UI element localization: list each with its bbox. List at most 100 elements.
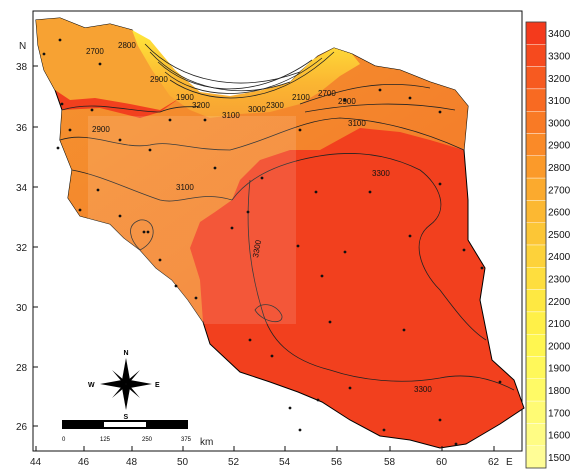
- scale-tick-label: 0: [62, 437, 66, 443]
- y-axis-letter: N: [19, 41, 26, 52]
- contour-label: 2900: [92, 125, 110, 134]
- legend-value-label: 3100: [548, 96, 571, 107]
- zone-northwest: [36, 18, 183, 110]
- x-tick-label: 54: [279, 457, 291, 468]
- legend-value-label: 1600: [548, 431, 571, 442]
- legend-value-label: 2200: [548, 297, 571, 308]
- legend-value-label: 1700: [548, 408, 571, 419]
- legend-swatch: [525, 21, 547, 45]
- legend-value-label: 2000: [548, 341, 571, 352]
- x-axis-labels: 44 46 48 50 52 54 56 58 60 62 E: [30, 457, 513, 468]
- legend-value-label: 3300: [548, 51, 571, 62]
- legend-swatch: [525, 423, 547, 446]
- legend-swatch: [525, 177, 547, 201]
- y-tick-label: 30: [16, 303, 28, 314]
- legend-swatch: [525, 110, 547, 134]
- legend-value-label: 2400: [548, 252, 571, 263]
- x-tick-label: 46: [78, 457, 90, 468]
- contour-label: 2700: [86, 47, 104, 56]
- legend-swatch: [525, 445, 547, 469]
- contour-label: 2900: [338, 97, 356, 106]
- station-markers: [42, 38, 502, 446]
- compass-south-label: S: [124, 414, 129, 421]
- legend-value-label: 1500: [548, 453, 571, 464]
- compass-north-label: N: [124, 350, 129, 357]
- legend-border: [525, 21, 547, 469]
- legend-value-label: 2700: [548, 185, 571, 196]
- y-tick-label: 32: [16, 243, 28, 254]
- contour-label: 2900: [150, 75, 168, 84]
- legend-value-label: 3400: [548, 29, 571, 40]
- x-tick-label: 44: [30, 457, 42, 468]
- legend-value-label: 2600: [548, 208, 571, 219]
- legend-value-label: 1800: [548, 386, 571, 397]
- legend-value-label: 3000: [548, 118, 571, 129]
- contour-label: 3300: [414, 385, 432, 394]
- scale-tick-label: 375: [181, 437, 192, 443]
- legend-value-label: 2900: [548, 141, 571, 152]
- compass-west-label: W: [88, 382, 95, 389]
- legend-value-label: 1900: [548, 364, 571, 375]
- y-tick-label: 34: [16, 183, 28, 194]
- y-tick-label: 28: [16, 363, 28, 374]
- legend-colorbar: 3400 3300 3200 3100 3000 2900 2800 2700 2600 2500…: [525, 21, 571, 469]
- x-tick-label: 62: [488, 457, 500, 468]
- legend-value-label: 2300: [548, 274, 571, 285]
- legend-swatch: [525, 155, 547, 179]
- contour-label: 2800: [118, 41, 136, 50]
- legend-swatch: [525, 88, 547, 112]
- x-axis-letter: E: [506, 457, 513, 468]
- legend-swatch: [525, 289, 547, 313]
- contour-label: 3100: [176, 183, 194, 192]
- scale-bar: 0 125 250 375 km: [62, 420, 213, 448]
- contour-label: 1900: [176, 93, 194, 102]
- legend-value-label: 2800: [548, 163, 571, 174]
- contour-label: 2100: [292, 93, 310, 102]
- contour-label: 3100: [348, 119, 366, 128]
- contour-label-group: 2700 2800 2900 2900 3100 3000 3100 2900 …: [86, 41, 432, 394]
- legend-swatch: [525, 222, 547, 246]
- x-tick-label: 56: [331, 457, 343, 468]
- contour-label: 2300: [266, 101, 284, 110]
- compass-east-label: E: [155, 382, 160, 389]
- legend-swatch: [525, 378, 547, 402]
- scale-tick-label: 250: [142, 437, 153, 443]
- legend-swatch: [525, 400, 547, 424]
- y-tick-label: 26: [16, 422, 28, 433]
- contour-label: 3200: [192, 101, 210, 110]
- legend-swatch: [525, 244, 547, 268]
- legend-swatch: [525, 356, 547, 379]
- legend-swatch: [525, 133, 547, 156]
- zone-caspian: [132, 30, 360, 118]
- legend-swatch: [525, 267, 547, 290]
- contour-lines: [59, 43, 515, 391]
- legend-swatch: [525, 44, 547, 67]
- contour-label: 2700: [318, 89, 336, 98]
- x-tick-label: 52: [228, 457, 240, 468]
- x-tick-label: 48: [126, 457, 138, 468]
- x-tick-label: 58: [384, 457, 396, 468]
- legend-value-label: 2500: [548, 230, 571, 241]
- compass-rose-icon: N S E W: [88, 350, 160, 421]
- contour-label: 3100: [222, 111, 240, 120]
- scale-tick-label: 125: [100, 437, 111, 443]
- zone-mid: [60, 48, 468, 322]
- inset-overlay: [88, 116, 296, 324]
- contour-label: 3300: [372, 169, 390, 178]
- legend-swatch: [525, 334, 547, 357]
- x-tick-label: 50: [177, 457, 189, 468]
- y-axis-labels: N 38 36 34 32 30 28 26: [16, 41, 28, 433]
- legend-value-label: 2100: [548, 319, 571, 330]
- axis-ticks: [33, 65, 495, 451]
- legend-value-label: 3200: [548, 74, 571, 85]
- y-tick-label: 36: [16, 123, 28, 134]
- contour-label: 3300: [251, 239, 263, 259]
- y-tick-label: 38: [16, 62, 28, 73]
- legend-swatch: [525, 311, 547, 335]
- contour-label: 3000: [248, 105, 266, 114]
- x-tick-label: 60: [436, 457, 448, 468]
- legend-swatch: [525, 200, 547, 223]
- legend-swatch: [525, 66, 547, 90]
- scale-unit: km: [200, 437, 213, 448]
